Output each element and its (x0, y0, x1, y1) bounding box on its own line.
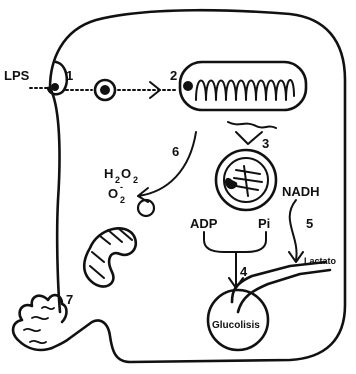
mitochondrion-cristae (196, 80, 294, 100)
arrow-5 (290, 200, 297, 260)
label-lactato: Lactato (304, 256, 337, 266)
step-7: 7 (66, 292, 73, 307)
phagosome-cristae (234, 166, 262, 196)
lps-receptor-dot (51, 83, 59, 91)
step-1: 1 (66, 68, 73, 83)
step-2: 2 (170, 68, 177, 83)
pi-branch (236, 232, 266, 252)
arrow-6 (138, 132, 196, 196)
endosome-core (100, 85, 110, 95)
phagosome-dot (225, 178, 237, 189)
label-glucolisis: Glucolisis (212, 320, 260, 331)
step-4: 4 (240, 264, 248, 279)
svg-text:H: H (104, 166, 113, 181)
label-adp: ADP (190, 216, 218, 231)
step-5: 5 (306, 216, 313, 231)
svg-text:2: 2 (133, 175, 138, 185)
step-3: 3 (262, 136, 269, 151)
ros-vesicle (138, 200, 154, 216)
adp-branch (204, 232, 236, 252)
wavy-arrowhead (236, 132, 262, 144)
svg-text:2: 2 (120, 195, 125, 205)
svg-text:-: - (120, 182, 123, 192)
mitochondrion-dot (183, 81, 193, 91)
label-nadh: NADH (282, 184, 320, 199)
wavy-arrow (228, 122, 276, 128)
step-6: 6 (172, 144, 179, 159)
svg-text:O: O (108, 186, 118, 201)
pseudopod-folds (24, 307, 54, 343)
svg-text:O: O (121, 166, 131, 181)
label-superoxide: O 2 - (108, 182, 125, 205)
label-pi: Pi (258, 216, 270, 231)
label-lps: LPS (4, 68, 30, 83)
